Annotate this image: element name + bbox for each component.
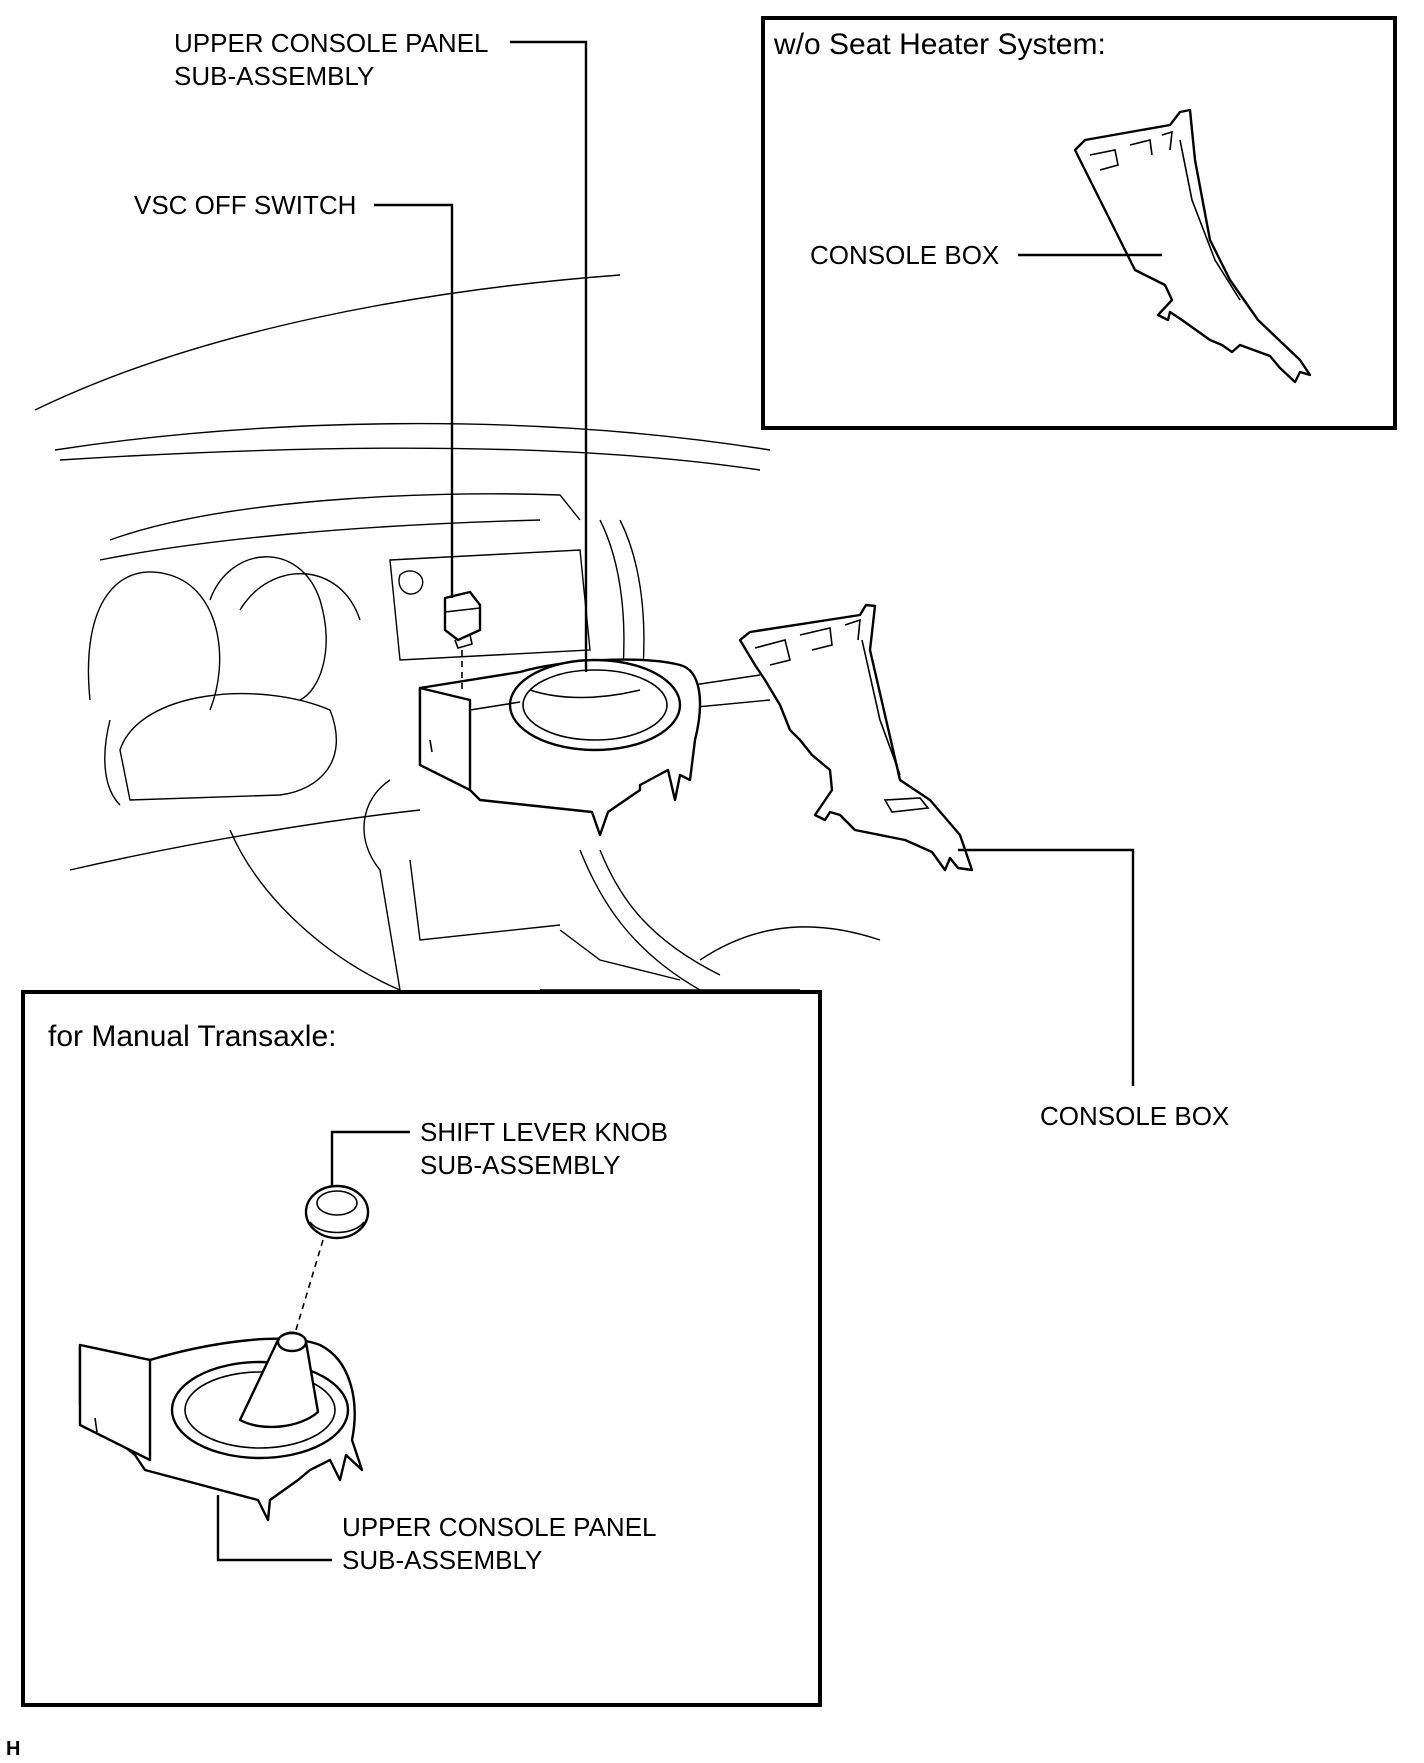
mt-upper-console-panel-drawing (78, 1331, 364, 1522)
label-mt-upper-console-panel-line1: UPPER CONSOLE PANEL (342, 1512, 657, 1542)
label-console-box-main: CONSOLE BOX (1040, 1101, 1229, 1131)
knob-install-line (295, 1239, 324, 1331)
shift-lever-knob-drawing (304, 1184, 370, 1240)
label-upper-console-panel-line1: UPPER CONSOLE PANEL (174, 28, 489, 58)
label-shift-lever-knob-line2: SUB-ASSEMBLY (420, 1150, 620, 1180)
figure-code: H (6, 1738, 20, 1760)
console-box-drawing (738, 603, 974, 872)
manual-transaxle-inset-title: for Manual Transaxle: (48, 1020, 336, 1053)
seat-heater-inset-title: w/o Seat Heater System: (773, 28, 1106, 61)
label-console-box-inset: CONSOLE BOX (810, 240, 999, 270)
manual-transaxle-inset-frame (21, 990, 822, 1707)
leader-lines (216, 40, 1162, 1562)
seat-heater-inset-frame (761, 16, 1397, 430)
inset-console-box-drawing (1073, 108, 1312, 384)
label-shift-lever-knob-line1: SHIFT LEVER KNOB (420, 1117, 668, 1147)
upper-console-panel-drawing (418, 658, 702, 837)
label-mt-upper-console-panel-line2: SUB-ASSEMBLY (342, 1545, 542, 1575)
label-vsc-off-switch: VSC OFF SWITCH (134, 190, 356, 220)
label-upper-console-panel-line2: SUB-ASSEMBLY (174, 61, 374, 91)
vsc-off-switch-drawing (443, 590, 482, 649)
